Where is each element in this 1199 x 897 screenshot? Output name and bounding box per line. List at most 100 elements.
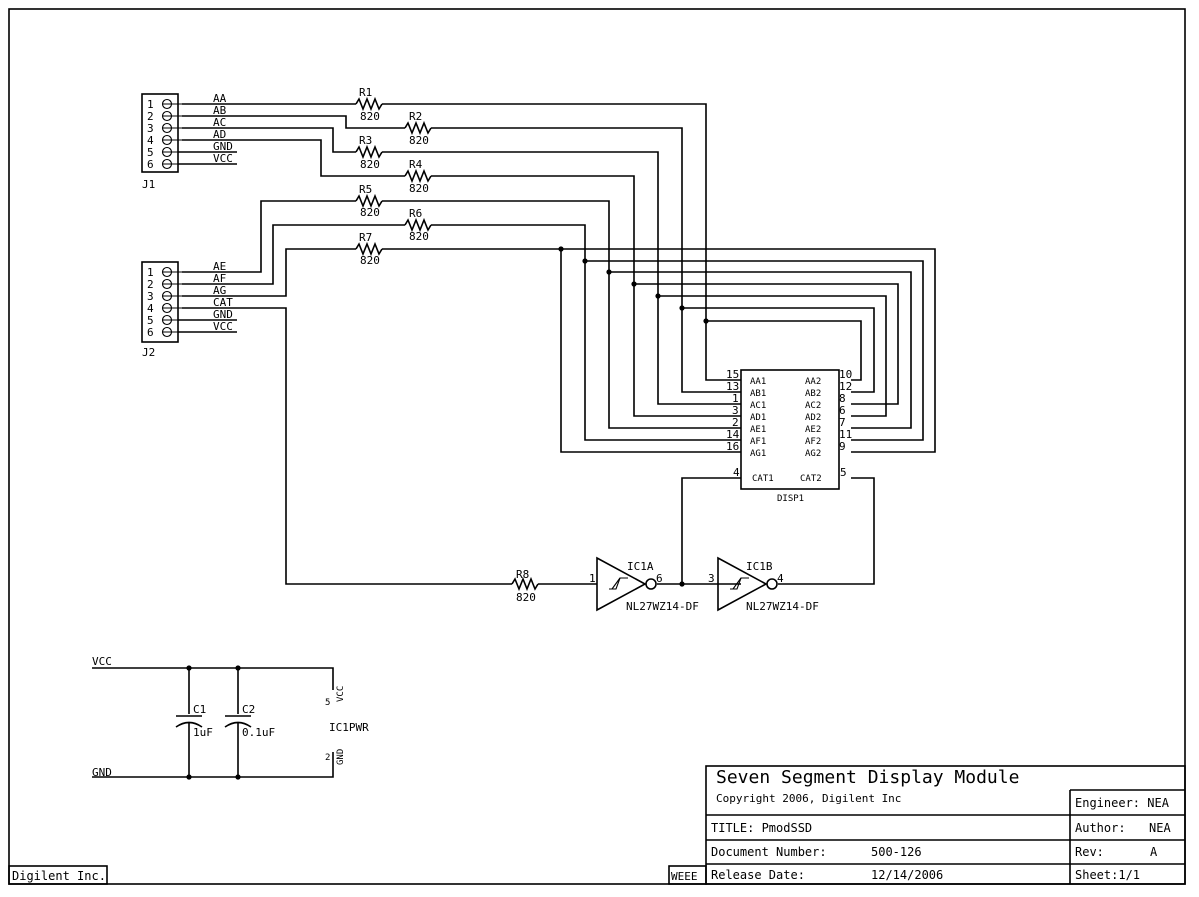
r2-ref: R2 bbox=[409, 110, 422, 123]
ic1a-out-pin: 6 bbox=[656, 572, 663, 585]
r5-ref: R5 bbox=[359, 183, 372, 196]
net-label-ac: AC bbox=[213, 116, 226, 129]
disp1-pin-name: AC2 bbox=[805, 401, 821, 411]
display-disp1: DISP1 15 AA1 13 AB1 1 AC1 3 AD1 2 AE1 14… bbox=[726, 368, 852, 504]
ic1pwr-vcc-name: VCC bbox=[336, 686, 346, 702]
j1-pin-3: 3 bbox=[147, 122, 154, 135]
resistor-r2: R2 820 bbox=[404, 110, 432, 147]
j1-pin-1: 1 bbox=[147, 98, 154, 111]
ic1b-in-pin: 3 bbox=[708, 572, 715, 585]
disp1-pin-num: 6 bbox=[839, 404, 846, 417]
r6-value: 820 bbox=[409, 230, 429, 243]
disp1-pin-num: 1 bbox=[732, 392, 739, 405]
net-label-cat: CAT bbox=[213, 296, 233, 309]
disp1-pin-num: 2 bbox=[732, 416, 739, 429]
r7-ref: R7 bbox=[359, 231, 372, 244]
net-label-gnd-j1: GND bbox=[213, 140, 233, 153]
disp1-cat1-num: 4 bbox=[733, 466, 740, 479]
release-date-label: Release Date: bbox=[711, 868, 805, 882]
disp1-right-pins: AA2 10 AB2 12 AC2 8 AD2 6 AE2 7 AF2 11 A… bbox=[805, 368, 852, 459]
disp1-pin-num: 14 bbox=[726, 428, 740, 441]
disp1-pin-num: 16 bbox=[726, 440, 739, 453]
power-section: VCC GND C1 1uF C2 0.1uF 5 VCC IC1PWR 2 G… bbox=[92, 655, 369, 780]
ic1pwr-gnd-pin: 2 bbox=[325, 753, 330, 763]
r5-value: 820 bbox=[360, 206, 380, 219]
net-label-ab: AB bbox=[213, 104, 227, 117]
disp1-pin-num: 11 bbox=[839, 428, 852, 441]
j1-net-labels: AA AB AC AD GND VCC bbox=[213, 92, 233, 165]
ic1pwr-vcc-pin: 5 bbox=[325, 698, 330, 708]
net-label-ad: AD bbox=[213, 128, 226, 141]
ic1a-part: NL27WZ14-DF bbox=[626, 600, 699, 613]
ic1pwr: 5 VCC IC1PWR 2 GND bbox=[325, 686, 369, 765]
disp1-left-pins: 15 AA1 13 AB1 1 AC1 3 AD1 2 AE1 14 AF1 1… bbox=[726, 368, 766, 459]
disp1-pin-num: 8 bbox=[839, 392, 846, 405]
disp1-cat2-name: CAT2 bbox=[800, 474, 822, 484]
r2-value: 820 bbox=[409, 134, 429, 147]
release-date-value: 12/14/2006 bbox=[871, 868, 943, 882]
engineer-text: Engineer: NEA bbox=[1075, 796, 1170, 810]
disp1-body bbox=[740, 369, 840, 490]
c2-value: 0.1uF bbox=[242, 726, 275, 739]
doc-number-value: 500-126 bbox=[871, 845, 922, 859]
net-label-ag: AG bbox=[213, 284, 226, 297]
net-label-aa: AA bbox=[213, 92, 227, 105]
j2-pin-4: 4 bbox=[147, 302, 154, 315]
j1-ref: J1 bbox=[142, 178, 155, 191]
disp1-pin-num: 9 bbox=[839, 440, 846, 453]
sheet-text: Sheet:1/1 bbox=[1075, 868, 1140, 882]
j2-body bbox=[141, 261, 179, 343]
title-line: TITLE: PmodSSD bbox=[711, 821, 812, 835]
disp1-pin-name: AF2 bbox=[805, 437, 821, 447]
j2-pin-5: 5 bbox=[147, 314, 154, 327]
j1-body bbox=[141, 93, 179, 173]
j1-pins: 1 2 3 4 5 6 bbox=[147, 98, 154, 171]
r8-value: 820 bbox=[516, 591, 536, 604]
j1-pin-6: 6 bbox=[147, 158, 154, 171]
ic1pwr-ref: IC1PWR bbox=[329, 721, 369, 734]
net-label-gnd-j2: GND bbox=[213, 308, 233, 321]
c1-value: 1uF bbox=[193, 726, 213, 739]
disp1-pin-num: 3 bbox=[732, 404, 739, 417]
r7-value: 820 bbox=[360, 254, 380, 267]
inverter-ic1b: IC1B 3 4 NL27WZ14-DF bbox=[708, 556, 819, 613]
disp1-pin-name: AB2 bbox=[805, 389, 821, 399]
r3-value: 820 bbox=[360, 158, 380, 171]
disp1-pin-name: AB1 bbox=[750, 389, 766, 399]
disp1-pin-num: 7 bbox=[839, 416, 846, 429]
disp1-pin-num: 12 bbox=[839, 380, 852, 393]
author-value: NEA bbox=[1149, 821, 1171, 835]
disp1-pin-name: AG1 bbox=[750, 449, 766, 459]
disp1-pin-name: AE1 bbox=[750, 425, 766, 435]
resistor-r6: R6 820 bbox=[404, 207, 432, 243]
weee-label: WEEE bbox=[671, 870, 698, 883]
resistor-r1: R1 820 bbox=[355, 86, 383, 123]
copyright-text: Copyright 2006, Digilent Inc bbox=[716, 792, 901, 805]
title-text: Seven Segment Display Module bbox=[716, 767, 1019, 788]
net-label-ae: AE bbox=[213, 260, 226, 273]
inverter-ic1a: IC1A 1 6 NL27WZ14-DF bbox=[589, 556, 699, 613]
r4-ref: R4 bbox=[409, 158, 423, 171]
ic1pwr-gnd-name: GND bbox=[336, 749, 346, 765]
disp1-pin-name: AA2 bbox=[805, 377, 821, 387]
net-label-vcc-j2: VCC bbox=[213, 320, 233, 333]
disp1-pin-name: AD2 bbox=[805, 413, 821, 423]
sheet-border bbox=[8, 8, 1186, 885]
junction-dots bbox=[558, 246, 709, 587]
r1-ref: R1 bbox=[359, 86, 372, 99]
resistor-r7: R7 820 bbox=[355, 231, 383, 267]
resistor-r3: R3 820 bbox=[355, 134, 383, 171]
j1-pin-2: 2 bbox=[147, 110, 154, 123]
j2-pin-6: 6 bbox=[147, 326, 154, 339]
ic1b-part: NL27WZ14-DF bbox=[746, 600, 819, 613]
j2-pin-3: 3 bbox=[147, 290, 154, 303]
disp1-pin-name: AD1 bbox=[750, 413, 766, 423]
disp1-cat2-num: 5 bbox=[840, 466, 847, 479]
resistor-r8: R8 820 bbox=[511, 568, 539, 604]
disp1-cat1-name: CAT1 bbox=[752, 474, 774, 484]
r4-value: 820 bbox=[409, 182, 429, 195]
company-label: Digilent Inc. bbox=[12, 869, 106, 883]
title-block: Seven Segment Display Module Copyright 2… bbox=[705, 765, 1186, 885]
disp1-pin-num: 13 bbox=[726, 380, 739, 393]
